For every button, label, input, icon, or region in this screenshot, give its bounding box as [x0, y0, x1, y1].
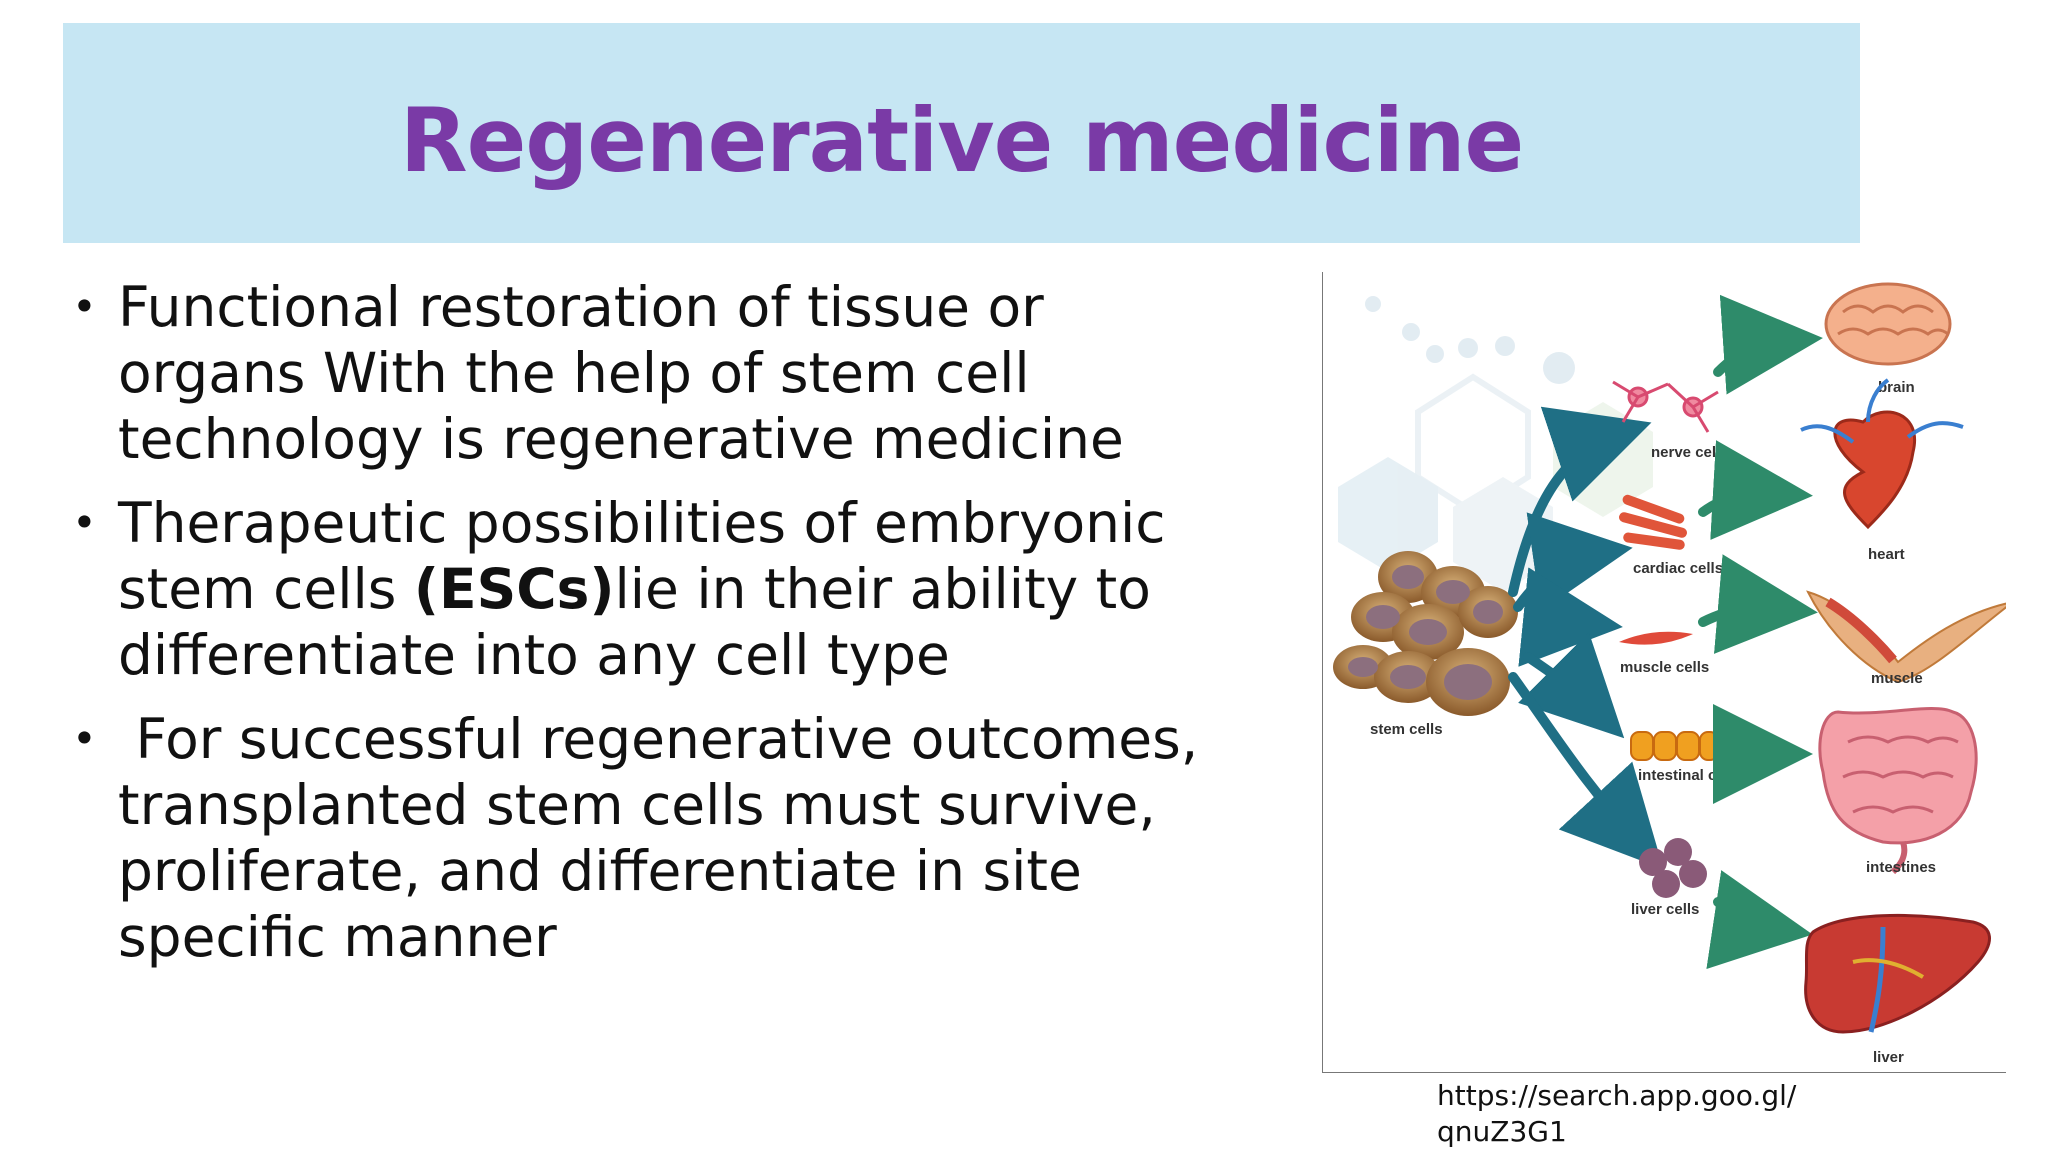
bullet-item: • Therapeutic possibilities of embryonic…	[70, 490, 1240, 688]
muscle-icon	[1806, 590, 2014, 684]
label-muscle-cells: muscle cells	[1620, 659, 1709, 676]
brain-icon	[1824, 282, 1952, 366]
bullet-text: For successful regenerative outcomes, tr…	[118, 707, 1216, 969]
label-brain: brain	[1878, 379, 1915, 396]
bullet-text: Therapeutic possibilities of embryonic s…	[118, 491, 1166, 621]
label-liver-cells: liver cells	[1631, 901, 1699, 918]
title-banner: Regenerative medicine	[63, 23, 1860, 243]
muscle-cells-icon	[1619, 631, 1693, 645]
intestines-icon	[1818, 706, 1978, 875]
bullet-marker: •	[72, 282, 97, 331]
label-cardiac-cells: cardiac cells	[1633, 560, 1723, 577]
differentiation-illustration: stem cells nerve cells cardiac cells mus…	[1333, 282, 2014, 1066]
bullet-item: • For successful regenerative outcomes, …	[70, 706, 1240, 970]
nerve-cells-icon	[1612, 380, 1719, 433]
stem-cell-differentiation-figure: stem cells nerve cells cardiac cells mus…	[1322, 272, 2014, 1073]
bullet-item: • Functional restoration of tissue or or…	[70, 274, 1240, 472]
label-muscle: muscle	[1871, 670, 1923, 687]
label-nerve-cells: nerve cells	[1651, 444, 1729, 461]
bullet-list: • Functional restoration of tissue or or…	[70, 274, 1240, 988]
intestinal-cells-icon	[1630, 731, 1719, 761]
liver-icon	[1804, 913, 1991, 1034]
differentiation-arrows	[1508, 406, 1664, 870]
organ-arrows	[1698, 294, 1823, 970]
heart-icon	[1800, 378, 1964, 530]
image-source-caption: https://search.app.goo.gl/ qnuZ3G1	[1437, 1079, 1797, 1148]
bullet-marker: •	[72, 498, 97, 547]
cardiac-cells-icon	[1619, 494, 1687, 550]
bullet-marker: •	[72, 714, 97, 763]
bullet-text: lie in their ability to differentiate in…	[118, 557, 1151, 687]
slide-title: Regenerative medicine	[399, 89, 1524, 192]
label-intestinal-cells: intestinal cells	[1638, 767, 1741, 784]
liver-cells-icon	[1639, 838, 1707, 898]
bullet-text: Functional restoration of tissue or orga…	[118, 275, 1124, 471]
label-stem-cells: stem cells	[1370, 721, 1443, 738]
label-intestines: intestines	[1866, 859, 1936, 876]
bullet-text-bold: (ESCs)	[413, 557, 615, 621]
label-heart: heart	[1868, 546, 1905, 563]
stem-cells-cluster	[1333, 551, 1518, 716]
label-liver: liver	[1873, 1049, 1904, 1066]
